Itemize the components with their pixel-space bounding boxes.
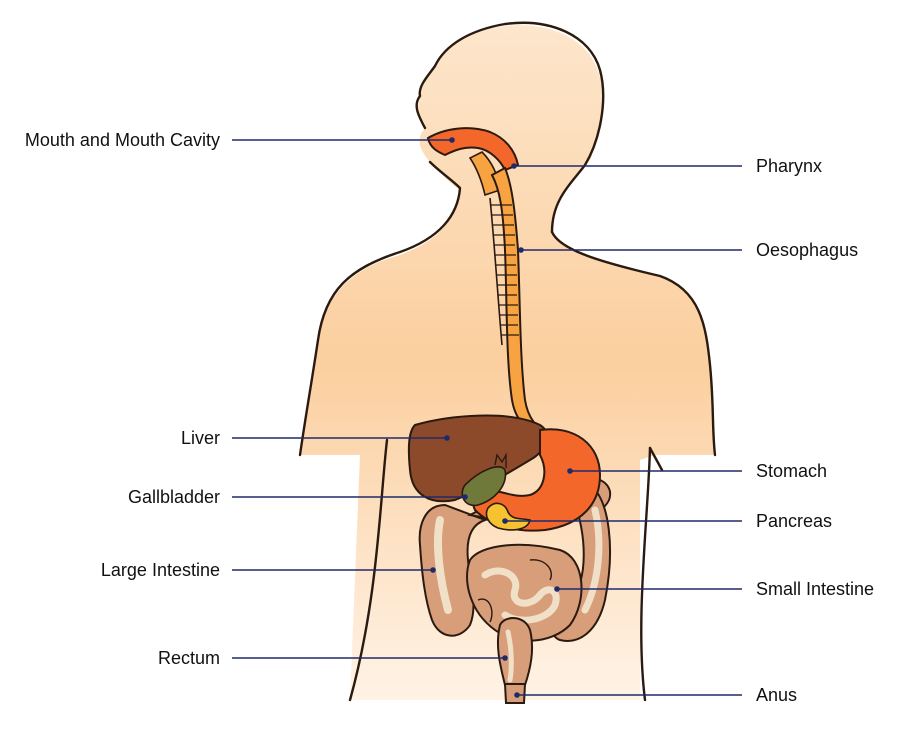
label-gallbladder: Gallbladder xyxy=(128,487,220,507)
label-oesophagus: Oesophagus xyxy=(756,240,858,260)
body-silhouette xyxy=(298,21,717,702)
label-anus: Anus xyxy=(756,685,797,705)
stomach xyxy=(472,428,602,532)
large-intestine xyxy=(418,478,612,642)
label-pharynx: Pharynx xyxy=(756,156,822,176)
label-liver: Liver xyxy=(181,428,220,448)
rectum xyxy=(496,617,534,686)
label-pancreas: Pancreas xyxy=(756,511,832,531)
label-stomach: Stomach xyxy=(756,461,827,481)
label-large-intestine: Large Intestine xyxy=(101,560,220,580)
leader-lines xyxy=(232,137,742,698)
pancreas xyxy=(485,502,531,531)
label-small-intestine: Small Intestine xyxy=(756,579,874,599)
label-rectum: Rectum xyxy=(158,648,220,668)
small-intestine xyxy=(466,543,583,642)
gallbladder xyxy=(461,452,507,507)
label-mouth: Mouth and Mouth Cavity xyxy=(25,130,220,150)
